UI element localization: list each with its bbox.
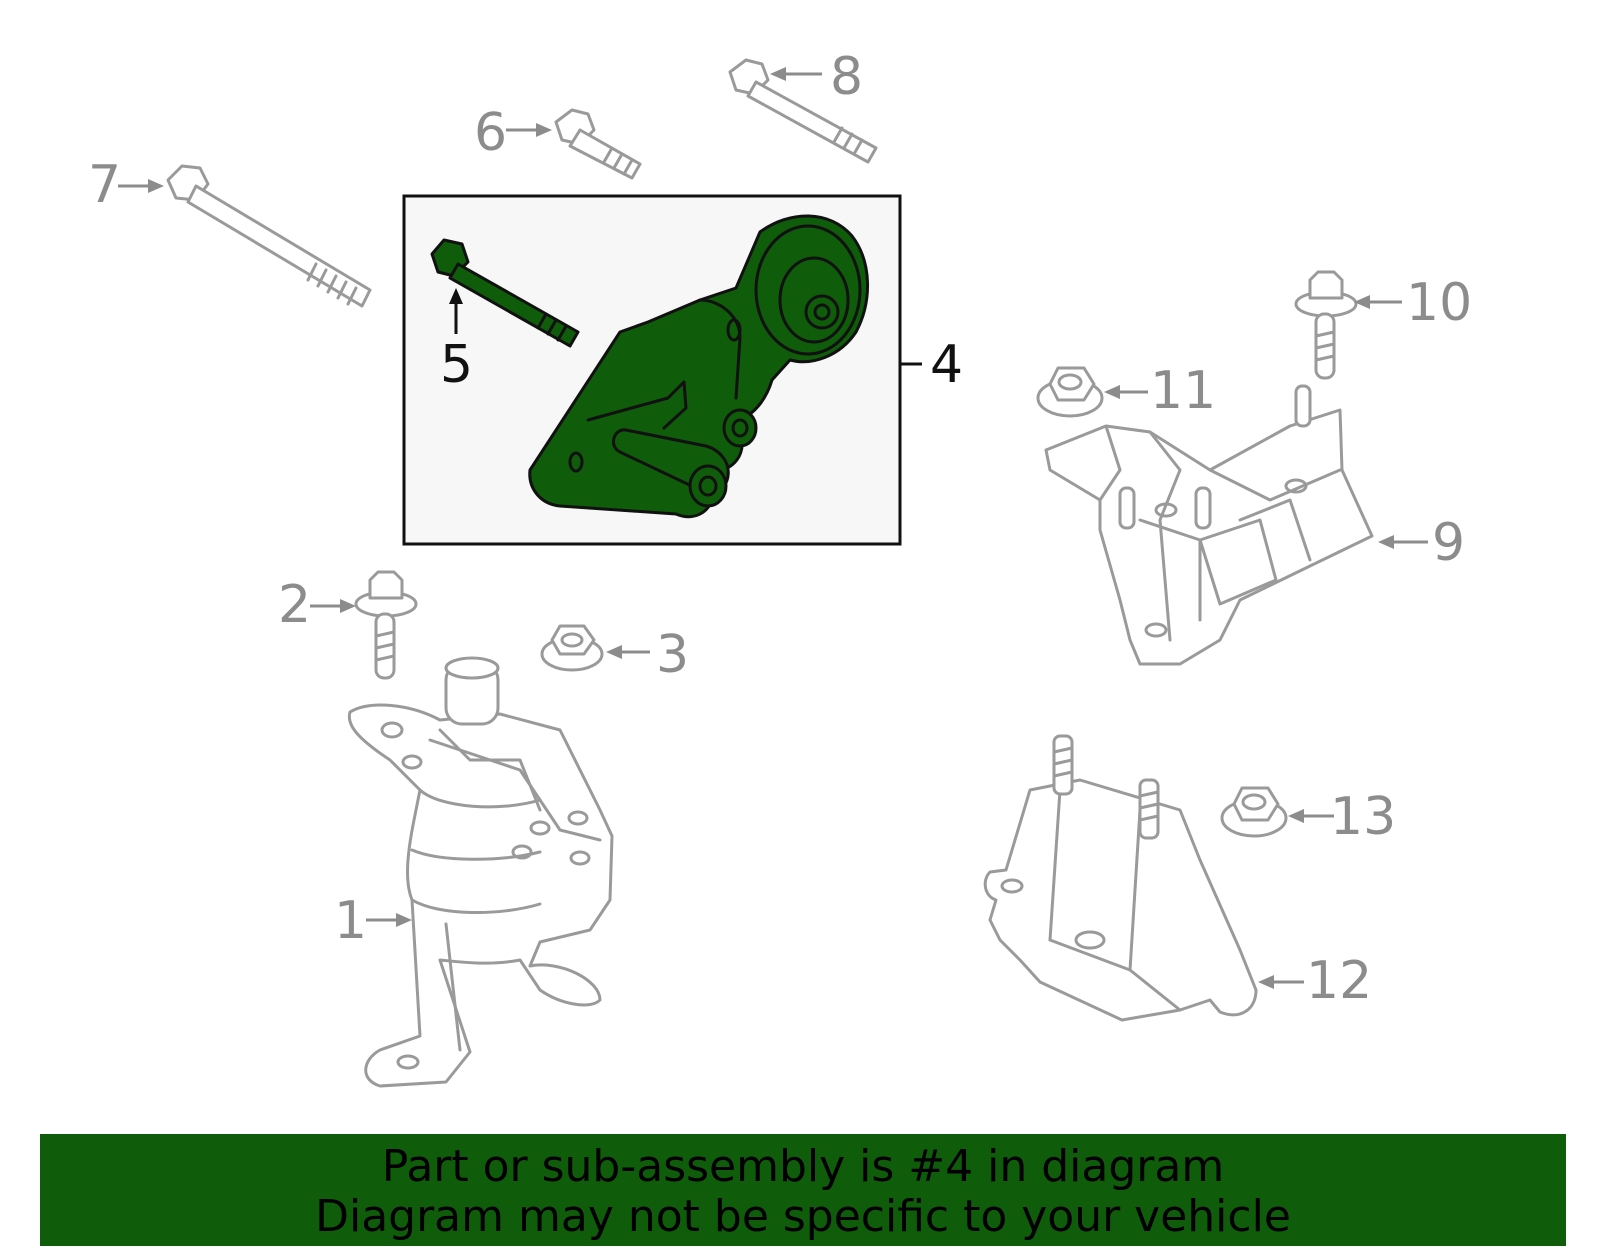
callout-4: 4 (900, 335, 963, 395)
callout-9: 9 (1378, 513, 1465, 573)
svg-text:13: 13 (1330, 787, 1396, 847)
part-4-mount-bracket (528, 214, 870, 519)
svg-text:12: 12 (1306, 951, 1372, 1011)
banner-line-2: Diagram may not be specific to your vehi… (315, 1191, 1291, 1242)
svg-text:3: 3 (656, 625, 689, 685)
svg-text:7: 7 (88, 155, 121, 215)
part-6-bolt (554, 108, 642, 180)
callout-8: 8 (770, 47, 863, 107)
part-8-bolt (728, 58, 878, 164)
part-1-engine-mount (347, 656, 614, 1088)
callout-1: 1 (334, 891, 412, 951)
svg-text:9: 9 (1432, 513, 1465, 573)
part-11-nut (1036, 366, 1104, 418)
part-9-trans-mount (1044, 384, 1374, 666)
part-12-mount-block (983, 734, 1258, 1022)
svg-text:4: 4 (930, 335, 963, 395)
svg-text:10: 10 (1406, 273, 1472, 333)
callout-3: 3 (606, 625, 689, 685)
svg-text:6: 6 (474, 103, 507, 163)
svg-text:11: 11 (1150, 361, 1216, 421)
part-13-nut (1220, 786, 1288, 838)
svg-text:1: 1 (334, 891, 367, 951)
callout-6: 6 (474, 103, 552, 163)
part-2-bolt (354, 570, 418, 680)
callout-10: 10 (1354, 273, 1472, 333)
part-5-bolt (430, 238, 580, 348)
banner-line-1: Part or sub-assembly is #4 in diagram (381, 1141, 1225, 1192)
svg-text:8: 8 (830, 47, 863, 107)
part-7-bolt (166, 164, 372, 308)
callout-5: 5 (440, 288, 473, 395)
part-3-nut (540, 624, 604, 672)
callout-11: 11 (1104, 361, 1216, 421)
part-10-bolt (1294, 270, 1358, 380)
info-banner: Part or sub-assembly is #4 in diagram Di… (40, 1134, 1566, 1246)
callout-12: 12 (1258, 951, 1372, 1011)
svg-text:2: 2 (278, 575, 311, 635)
callout-7: 7 (88, 155, 164, 215)
svg-text:5: 5 (440, 335, 473, 395)
callout-13: 13 (1288, 787, 1396, 847)
callout-2: 2 (278, 575, 356, 635)
